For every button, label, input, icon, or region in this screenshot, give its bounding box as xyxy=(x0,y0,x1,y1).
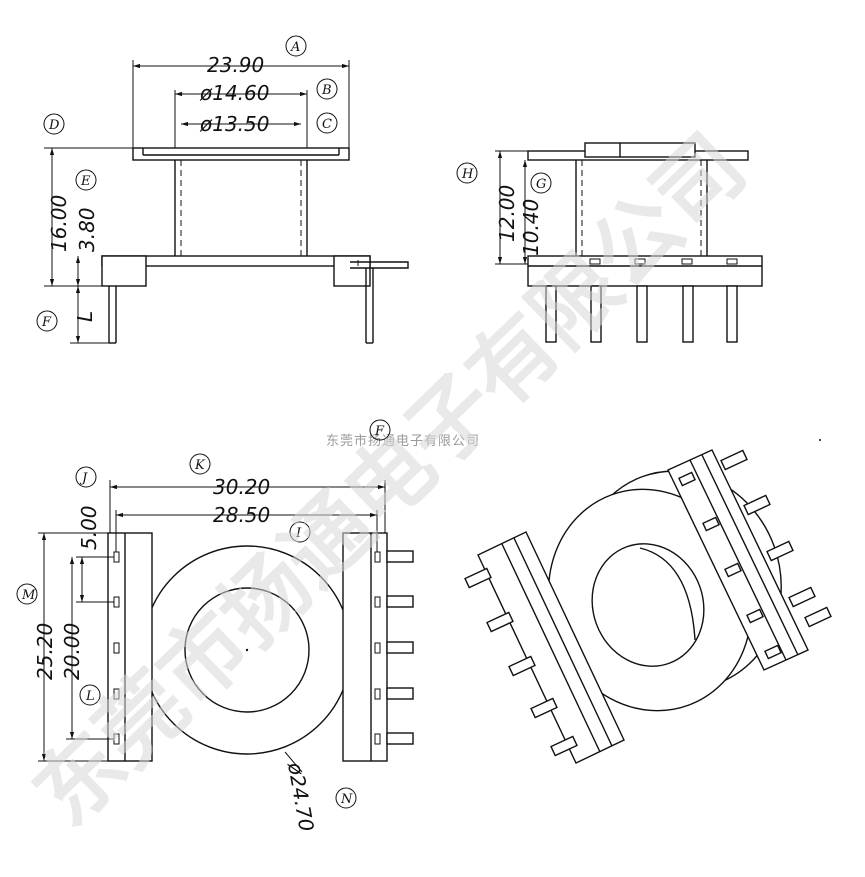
label-k: K xyxy=(194,458,206,473)
label-d-circle xyxy=(43,113,65,135)
left-rail xyxy=(107,532,153,762)
dim-b-text: ø14.60 xyxy=(199,81,270,105)
label-h-circle xyxy=(456,162,478,184)
base-right-block xyxy=(333,255,371,287)
dim-l2-text: 20.00 xyxy=(60,623,84,680)
label-b-circle xyxy=(316,78,338,100)
label-a: A xyxy=(290,40,300,55)
label-i: I xyxy=(295,526,302,541)
label-j-circle xyxy=(75,466,97,488)
dim-a-text: 23.90 xyxy=(207,53,264,77)
watermark-small: 东莞市扬通电子有限公司 xyxy=(326,433,480,449)
label-n-circle xyxy=(335,787,357,809)
label-c: C xyxy=(322,117,332,132)
iso-inner-ring xyxy=(591,543,705,667)
dim-k-text: 30.20 xyxy=(213,475,270,499)
label-b: B xyxy=(321,83,332,98)
side-view: 12.00 10.40 H G xyxy=(456,142,763,343)
label-g: G xyxy=(536,177,546,192)
bottom-view: 30.20 28.50 K I J 5.00 20.00 L 25.20 M ø… xyxy=(16,453,414,834)
label-d: D xyxy=(48,118,60,133)
dim-g-text: 10.40 xyxy=(519,199,543,256)
front-view: 23.90 A ø14.60 B ø13.50 C D xyxy=(36,35,409,344)
label-n: N xyxy=(340,792,353,807)
label-e-circle xyxy=(75,169,97,191)
top-flange xyxy=(132,147,350,161)
dim-height-text: 16.00 xyxy=(47,195,71,252)
dim-flange-text: 3.80 xyxy=(75,207,99,252)
label-e: E xyxy=(80,174,91,189)
label-m: M xyxy=(21,588,36,603)
dim-h-text: 12.00 xyxy=(495,185,519,242)
dim-c-text: ø13.50 xyxy=(199,112,270,136)
side-top-tab xyxy=(584,142,696,158)
label-i-circle xyxy=(289,521,311,543)
label-h: H xyxy=(461,167,474,182)
dim-m-text: 25.20 xyxy=(33,623,57,680)
label-j: J xyxy=(79,471,88,486)
label-f2-circle xyxy=(369,419,391,441)
label-l: L xyxy=(85,689,95,704)
label-g-circle xyxy=(530,172,552,194)
dim-l-text: L xyxy=(73,311,97,322)
label-a-circle xyxy=(285,35,307,57)
label-m-circle xyxy=(16,583,38,605)
isometric-view xyxy=(464,449,832,764)
dim-i-text: 28.50 xyxy=(213,503,270,527)
dim-j-text: 5.00 xyxy=(77,505,101,550)
label-k-circle xyxy=(189,453,211,475)
base-left-block xyxy=(101,255,147,287)
label-f-circle xyxy=(36,310,58,332)
label-f: F xyxy=(41,315,52,330)
dim-n-text: ø24.70 xyxy=(283,760,319,834)
label-f2: F xyxy=(374,424,385,439)
label-c-circle xyxy=(316,112,338,134)
label-l-circle xyxy=(79,684,101,706)
